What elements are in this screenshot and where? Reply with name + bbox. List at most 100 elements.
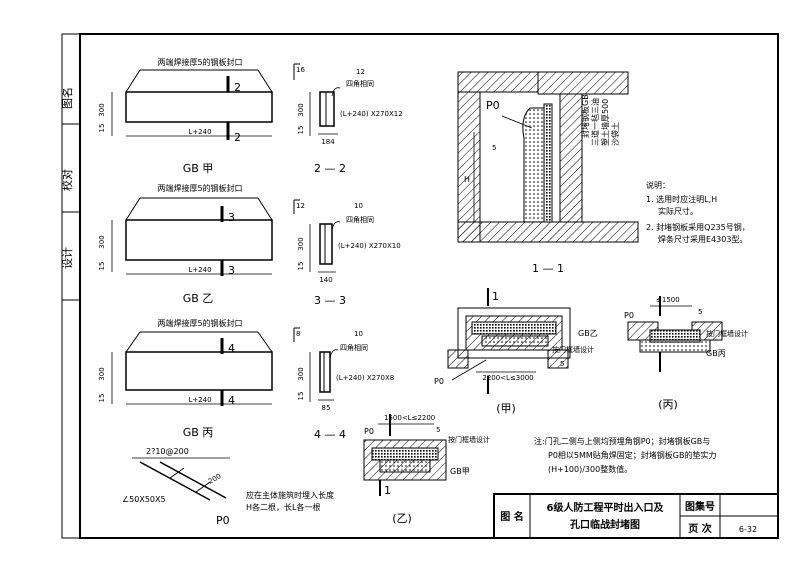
svg-text:P0: P0 <box>364 427 374 436</box>
svg-text:P0: P0 <box>434 377 444 386</box>
gb-jia-elevation: 两端焊接厚5的钢板封口 2 2 300 15 L+240 GB 甲 <box>98 57 273 175</box>
svg-text:4: 4 <box>228 342 235 355</box>
svg-text:15: 15 <box>98 124 106 133</box>
svg-text:10: 10 <box>354 202 363 210</box>
svg-text:焊条尺寸采用E4303型。: 焊条尺寸采用E4303型。 <box>658 234 747 244</box>
svg-text:页 次: 页 次 <box>688 522 711 535</box>
svg-text:85: 85 <box>322 404 331 412</box>
svg-text:16: 16 <box>296 66 305 74</box>
svg-text:5: 5 <box>560 360 564 368</box>
svg-text:12: 12 <box>296 202 305 210</box>
svg-text:沙袋土: 沙袋土 <box>610 122 620 146</box>
svg-text:P0: P0 <box>486 99 500 112</box>
svg-text:(甲): (甲) <box>496 402 516 415</box>
svg-text:H各二根，长L各一根: H各二根，长L各一根 <box>246 502 320 512</box>
section-3-3: 12 10 四角相同 (L+240) X270X10 300 15 140 3 … <box>293 199 401 307</box>
gb-yi-elevation: 两端焊接厚5的钢板封口 3 3 300 15 L+240 GB 乙 <box>98 183 273 305</box>
svg-text:应在主体施筑时埋入长度: 应在主体施筑时埋入长度 <box>246 490 334 500</box>
svg-text:两端焊接厚5的钢板封口: 两端焊接厚5的钢板封口 <box>157 57 242 67</box>
svg-text:15: 15 <box>98 262 106 271</box>
title-block: 图 名 6级人防工程平时出入口及 孔口临战封堵图 图集号 页 次 6-32 <box>493 493 779 539</box>
svg-text:按门框墙设计: 按门框墙设计 <box>706 329 748 338</box>
svg-text:300: 300 <box>98 103 106 116</box>
section-1-1: P0 5 H 封堵钢板GB 三道一毡三油 塑土墙厚500 沙袋土 1 — 1 <box>457 71 639 275</box>
svg-text:2200<L≤3000: 2200<L≤3000 <box>482 374 533 382</box>
svg-text:2?10@200: 2?10@200 <box>146 447 189 456</box>
svg-text:四角相同: 四角相同 <box>340 343 368 352</box>
svg-text:10: 10 <box>354 330 363 338</box>
svg-text:L+240: L+240 <box>188 266 211 274</box>
svg-text:说明：: 说明： <box>646 180 670 190</box>
svg-text:L+240: L+240 <box>188 128 211 136</box>
svg-text:3: 3 <box>228 211 235 224</box>
svg-text:4 — 4: 4 — 4 <box>314 428 346 441</box>
svg-text:两端焊接厚5的钢板封口: 两端焊接厚5的钢板封口 <box>157 183 242 193</box>
svg-text:4: 4 <box>228 394 235 407</box>
svg-text:200: 200 <box>207 472 223 486</box>
svg-text:140: 140 <box>319 276 332 284</box>
svg-text:GB丙: GB丙 <box>706 349 726 358</box>
svg-text:(L+240) X270X10: (L+240) X270X10 <box>338 242 401 250</box>
svg-text:塑土墙厚500: 塑土墙厚500 <box>600 99 610 146</box>
svg-text:8: 8 <box>296 330 300 338</box>
svg-text:四角相同: 四角相同 <box>346 215 374 224</box>
svg-text:≤1500: ≤1500 <box>656 296 680 304</box>
svg-text:5: 5 <box>492 144 496 152</box>
detail-yi: 1500<L≤2200 P0 5 按门框墙设计 GB甲 1 (乙) <box>363 414 490 525</box>
inner-frame <box>79 33 779 539</box>
svg-text:封堵钢板GB: 封堵钢板GB <box>580 94 590 138</box>
svg-text:GB 乙: GB 乙 <box>183 292 214 305</box>
svg-text:H: H <box>464 175 470 184</box>
side-label-check: 校对 <box>60 169 74 191</box>
svg-text:1. 选用时应注明L,H: 1. 选用时应注明L,H <box>646 194 717 204</box>
svg-text:15: 15 <box>98 394 106 403</box>
bottom-note: 注:门孔二侧与上侧均预埋角钢P0；封堵钢板GB与 P0相以5MM贴角焊固定；封堵… <box>534 436 717 474</box>
svg-text:300: 300 <box>297 367 305 380</box>
svg-text:P0相以5MM贴角焊固定；封堵钢板GB的垫实力: P0相以5MM贴角焊固定；封堵钢板GB的垫实力 <box>548 450 717 460</box>
svg-text:两端焊接厚5的钢板封口: 两端焊接厚5的钢板封口 <box>157 318 242 328</box>
svg-text:12: 12 <box>356 68 365 76</box>
svg-text:孔口临战封堵图: 孔口临战封堵图 <box>570 518 640 531</box>
svg-text:5: 5 <box>698 308 702 316</box>
svg-text:GB甲: GB甲 <box>450 467 470 476</box>
svg-text:300: 300 <box>98 367 106 380</box>
svg-text:(丙): (丙) <box>658 398 678 411</box>
svg-text:6-32: 6-32 <box>739 525 757 534</box>
svg-text:(乙): (乙) <box>392 512 412 525</box>
svg-text:300: 300 <box>98 235 106 248</box>
svg-text:(L+240) X270X8: (L+240) X270X8 <box>336 374 394 382</box>
svg-text:15: 15 <box>297 126 305 135</box>
svg-text:3 — 3: 3 — 3 <box>314 294 346 307</box>
section-4-4: 8 10 四角相同 (L+240) X270X8 300 15 85 4 — 4 <box>293 327 394 441</box>
svg-text:15: 15 <box>297 262 305 271</box>
detail-jia: 1 GB乙 按门框墙设计 5 P0 2200<L≤3000 (甲) <box>434 288 598 415</box>
gb-bing-elevation: 两端焊接厚5的钢板封口 4 4 300 15 L+240 GB 丙 <box>98 318 273 439</box>
svg-text:(L+240) X270X12: (L+240) X270X12 <box>340 110 403 118</box>
svg-text:按门框墙设计: 按门框墙设计 <box>448 435 490 444</box>
svg-text:(H+100)/300整数值。: (H+100)/300整数值。 <box>548 464 632 474</box>
svg-text:5: 5 <box>436 426 440 434</box>
section-2-2: 16 12 四角相同 (L+240) X270X12 300 15 184 2 … <box>293 63 403 175</box>
svg-text:L+240: L+240 <box>188 396 211 404</box>
svg-text:2. 封堵钢板采用Q235号钢，: 2. 封堵钢板采用Q235号钢， <box>646 222 750 232</box>
side-label-design: 设计 <box>61 247 74 269</box>
side-label-name: 图名 <box>60 87 74 109</box>
svg-text:GB 甲: GB 甲 <box>183 162 214 175</box>
embedded-angle-detail: 2?10@200 200 ∠50X50X5 P0 应在主体施筑时埋入长度 H各二… <box>122 447 334 527</box>
svg-text:四角相同: 四角相同 <box>346 79 374 88</box>
svg-text:注:门孔二侧与上侧均预埋角钢P0；封堵钢板GB与: 注:门孔二侧与上侧均预埋角钢P0；封堵钢板GB与 <box>534 436 710 446</box>
svg-text:三道一毡三油: 三道一毡三油 <box>590 98 600 146</box>
svg-text:1: 1 <box>384 484 391 497</box>
notes-block: 说明： 1. 选用时应注明L,H 实际尺寸。 2. 封堵钢板采用Q235号钢， … <box>646 180 750 244</box>
detail-bing: ≤1500 5 P0 按门框墙设计 GB丙 (丙) <box>624 296 748 411</box>
svg-text:图集号: 图集号 <box>685 500 715 513</box>
svg-text:300: 300 <box>297 237 305 250</box>
svg-text:1: 1 <box>492 290 499 303</box>
svg-text:6级人防工程平时出入口及: 6级人防工程平时出入口及 <box>547 501 665 514</box>
svg-text:15: 15 <box>297 392 305 401</box>
svg-text:图 名: 图 名 <box>500 510 523 523</box>
svg-text:P0: P0 <box>624 311 634 320</box>
svg-text:按门框墙设计: 按门框墙设计 <box>552 345 594 354</box>
svg-text:2 — 2: 2 — 2 <box>314 162 346 175</box>
